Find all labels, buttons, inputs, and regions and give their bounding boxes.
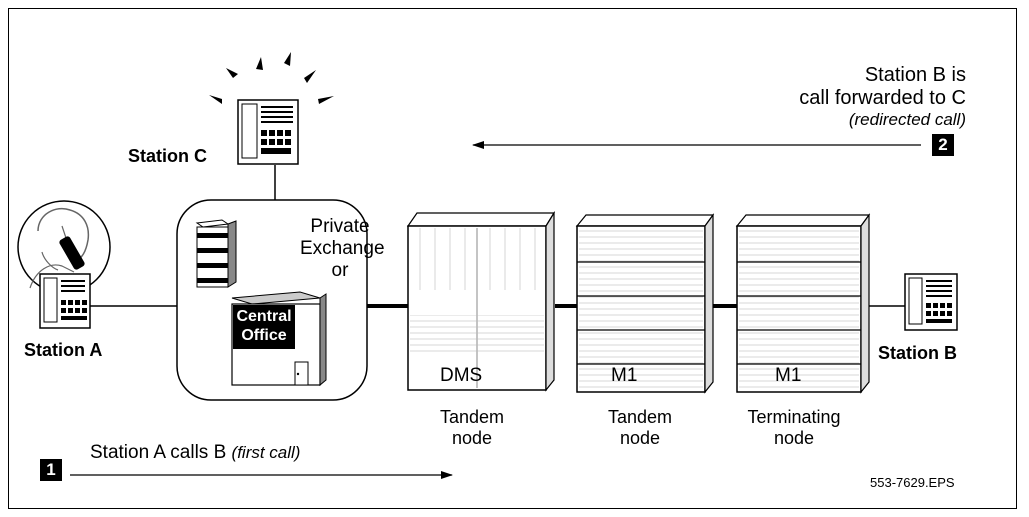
central-office-sign: Central Office: [233, 307, 295, 345]
central-office-sign-line1: Central: [236, 308, 292, 325]
station-b-label: Station B: [878, 343, 957, 363]
connection-lines: [85, 165, 905, 308]
m1-tandem-switch-icon: [575, 213, 715, 394]
station-c-label: Station C: [128, 146, 207, 166]
exchange-label-line2: Exchange: [300, 238, 385, 259]
step-2-badge: 2: [932, 134, 954, 156]
private-exchange-cabinet-icon: [195, 219, 237, 288]
exchange-label-line1: Private: [310, 216, 370, 237]
ringing-icon: [209, 52, 334, 104]
node-caption-m1-terminating-line1: Terminating: [747, 407, 841, 427]
m1-tandem-switch-label: M1: [611, 365, 638, 386]
step-2-note: (redirected call): [848, 110, 966, 129]
station-c-phone-icon: [237, 99, 299, 165]
node-caption-dms-line1: Tandem: [439, 407, 505, 427]
node-caption-dms-line2: node: [451, 428, 493, 448]
node-caption-dms: Tandem node: [412, 407, 532, 449]
exchange-label: Private Exchange or: [300, 216, 385, 282]
node-caption-m1-tandem: Tandem node: [580, 407, 700, 449]
figure-id: 553-7629.EPS: [870, 475, 955, 490]
node-caption-m1-terminating-line2: node: [773, 428, 815, 448]
step-2-caption: Station B is call forwarded to C (redire…: [720, 64, 966, 130]
central-office-sign-line2: Office: [241, 327, 287, 344]
step-2-line2: call forwarded to C: [799, 87, 966, 109]
dms-switch-icon: [406, 210, 556, 392]
step-1-caption: Station A calls B (first call): [90, 443, 300, 462]
figure-frame: [8, 8, 1017, 509]
central-office-building-icon: [231, 291, 327, 387]
node-caption-m1-tandem-line1: Tandem: [607, 407, 673, 427]
person-on-phone-icon: [17, 200, 111, 294]
exchange-label-line3: or: [331, 260, 349, 281]
m1-terminating-switch-label: M1: [775, 365, 802, 386]
station-b-phone-icon: [904, 273, 958, 331]
dms-switch-label: DMS: [440, 365, 483, 386]
station-a-phone-icon: [39, 273, 91, 329]
step-1-note: (first call): [231, 443, 301, 462]
station-a-label: Station A: [24, 340, 103, 360]
m1-terminating-switch-icon: [735, 213, 871, 394]
node-caption-m1-tandem-line2: node: [619, 428, 661, 448]
step-1-text: Station A calls B: [90, 442, 227, 463]
step-2-line1: Station B is: [864, 64, 966, 86]
node-caption-m1-terminating: Terminating node: [729, 407, 859, 449]
step-1-badge: 1: [40, 459, 62, 481]
